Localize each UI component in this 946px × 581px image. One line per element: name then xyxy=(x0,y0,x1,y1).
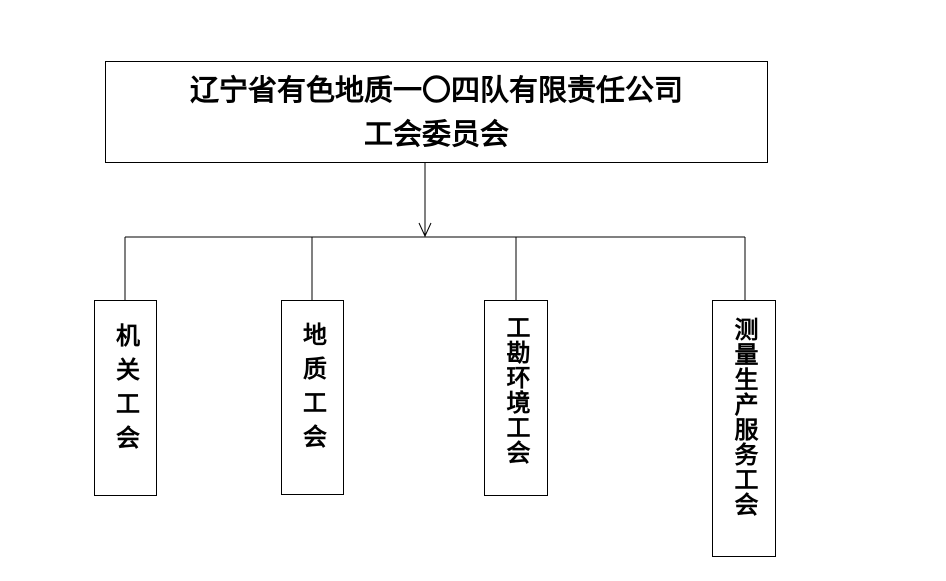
child-node-dizhi: 地质工会 xyxy=(281,300,344,495)
arrowhead xyxy=(418,222,432,238)
child-node-celiang-shengchan-fuwu: 测量生产服务工会 xyxy=(712,300,776,557)
root-node: 辽宁省有色地质一〇四队有限责任公司 工会委员会 xyxy=(105,61,768,163)
root-title-line1: 辽宁省有色地质一〇四队有限责任公司 xyxy=(189,73,683,107)
child-node-label: 测量生产服务工会 xyxy=(730,317,759,517)
child-node-gongkan-huanjing: 工勘环境工会 xyxy=(484,300,548,496)
child-node-label: 地质工会 xyxy=(298,322,328,458)
child-node-label: 机关工会 xyxy=(111,323,141,459)
root-title-line2: 工会委员会 xyxy=(363,117,509,151)
child-node-jiguan: 机关工会 xyxy=(94,300,157,496)
child-node-label: 工勘环境工会 xyxy=(502,315,531,465)
